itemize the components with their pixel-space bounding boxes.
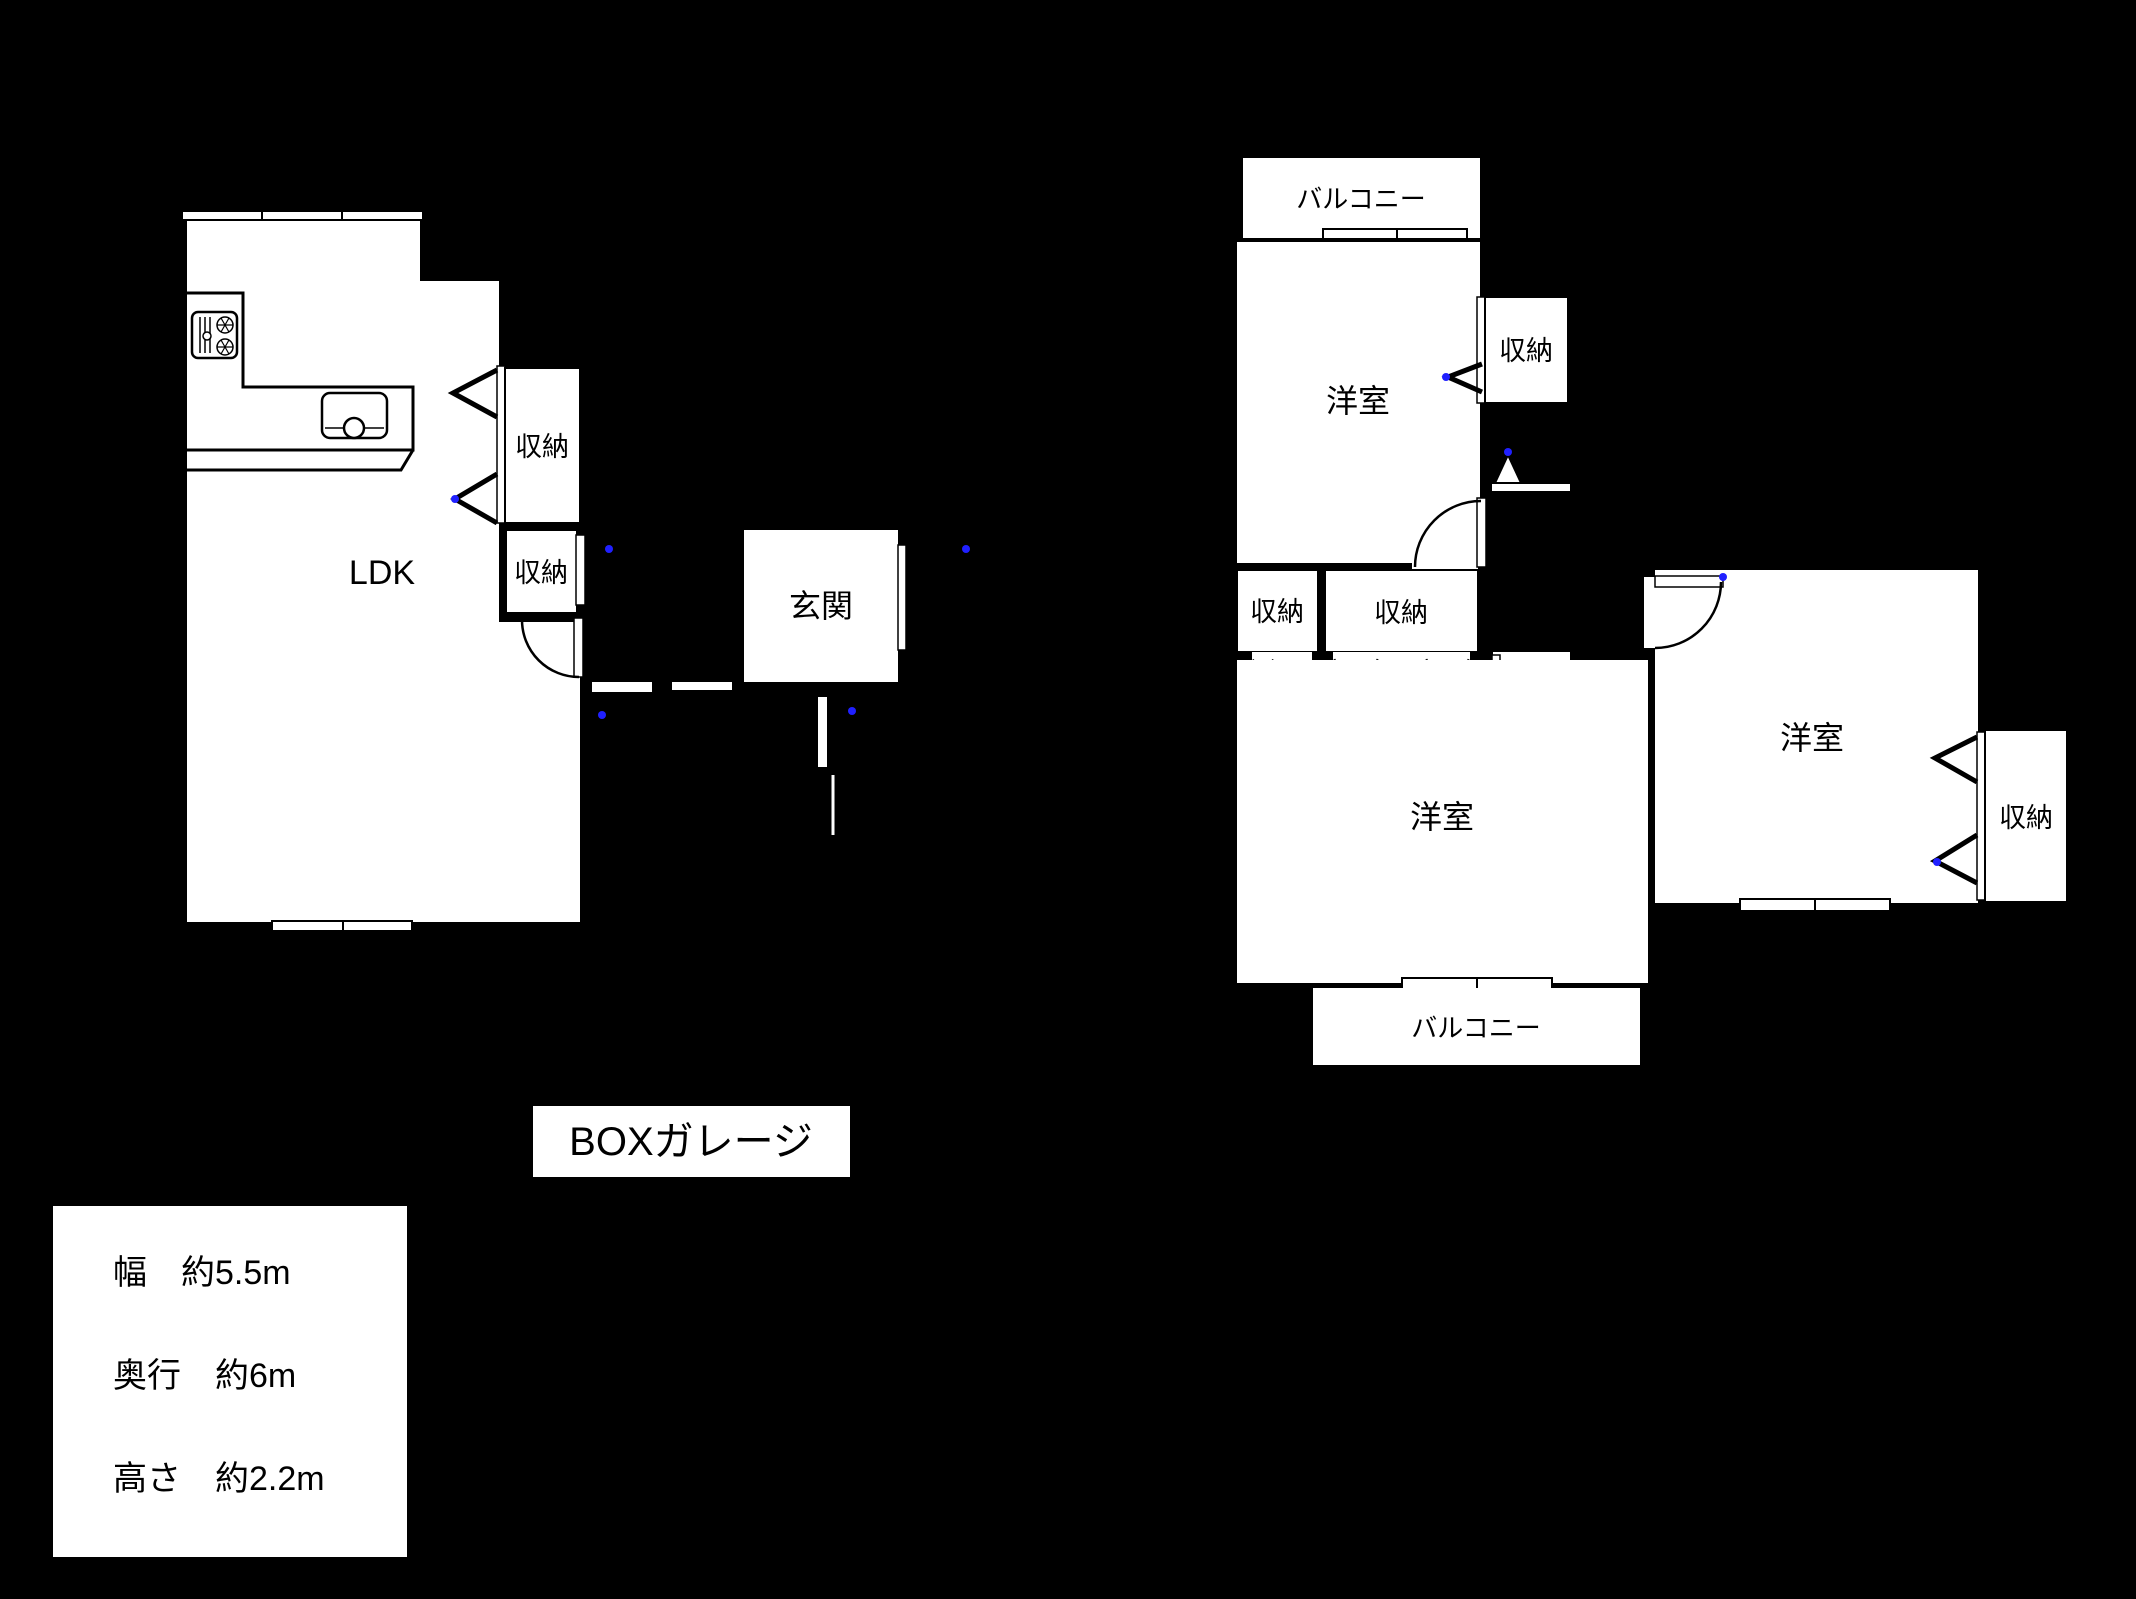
garage-specs-box (53, 1206, 407, 1557)
door-opening (1333, 652, 1470, 660)
closet-top-right-2f (1441, 296, 1569, 404)
closet-label: 収納 (1999, 803, 2053, 833)
hinge-dot (1719, 573, 1727, 581)
door-leaf (573, 617, 584, 678)
closet-label: 収納 (514, 558, 568, 588)
door-opening (1252, 652, 1312, 660)
window-icon (271, 920, 413, 932)
hinge-dot (605, 545, 613, 553)
bedroom-label: 洋室 (1410, 799, 1474, 835)
door-leaf (496, 365, 506, 524)
door-leaf (1976, 731, 1986, 901)
bedroom-top (1237, 242, 1480, 563)
door-leaf (1476, 497, 1487, 568)
folding-door-icon (447, 367, 499, 420)
garage-spec-height: 高さ 約2.2m (113, 1460, 325, 1498)
ldk-label: LDK (349, 554, 415, 592)
closet-center-2f (1324, 569, 1479, 703)
balcony-label: バルコニー (1411, 1013, 1540, 1043)
balcony-label: バルコニー (1296, 184, 1425, 214)
closet-box (1984, 729, 2068, 903)
door-swing-icon (1412, 497, 1487, 571)
closet-box (1236, 569, 1319, 653)
closet-box (504, 367, 581, 524)
door-opening (1644, 577, 1655, 648)
ldk-room (187, 220, 580, 922)
door-leaf (1476, 296, 1486, 404)
door-leaf (897, 544, 907, 651)
closet-box (507, 531, 576, 612)
hinge-dot (1504, 448, 1512, 456)
closet-upper-1f (447, 365, 581, 526)
window-icon (1739, 898, 1891, 912)
door-opening-icon (818, 697, 856, 835)
stove-icon (190, 310, 239, 360)
door-swing-icon (1644, 573, 1727, 650)
bedroom-right (1655, 570, 1978, 903)
door-swing-triangle-icon (827, 700, 849, 722)
closet-label: 収納 (1250, 597, 1304, 627)
hinge-dot (962, 545, 970, 553)
hinge-dot (848, 707, 856, 715)
balcony-top (1243, 158, 1480, 238)
bedroom-main (1237, 660, 1648, 983)
closet-lower-1f (499, 523, 613, 622)
garage-spec-depth: 奥行 約6m (113, 1357, 296, 1395)
door-leaf (818, 697, 827, 767)
hinge-dot (451, 495, 459, 503)
stairs-step-icon (1492, 448, 1570, 491)
door-swing-triangle-icon (592, 692, 613, 712)
folding-door-icon (1929, 734, 1979, 785)
closet-right-2f (1929, 729, 2068, 903)
garage-spec-width: 幅 約5.5m (113, 1254, 291, 1292)
kitchen-counter (187, 291, 415, 472)
closet-label: 収納 (1499, 336, 1553, 366)
garage-title: BOXガレージ (569, 1120, 813, 1164)
closet-label: 収納 (1374, 598, 1428, 628)
closet-label: 収納 (515, 432, 569, 462)
closet-box (1484, 296, 1569, 404)
closet-box (1324, 569, 1479, 653)
bedroom-label: 洋室 (1780, 720, 1844, 756)
hinge-dot (1442, 373, 1450, 381)
door-opening-icon (592, 682, 652, 719)
door-swing-triangle-icon (585, 538, 606, 560)
entrance-room (744, 530, 898, 682)
door-swing-icon (672, 682, 733, 750)
window-icon (181, 210, 424, 221)
door-leaf (575, 534, 586, 606)
door-leaf (1654, 575, 1724, 588)
hinge-dot (598, 711, 606, 719)
window-icon (1322, 228, 1468, 240)
balcony-bottom (1313, 988, 1640, 1065)
door-swing-icon (520, 617, 584, 679)
bedroom-label: 洋室 (1326, 383, 1390, 419)
sink-icon (320, 391, 389, 440)
ldk-floor-east (499, 622, 580, 922)
garage-label-box (533, 1106, 850, 1177)
hinge-dot (1933, 858, 1941, 866)
double-door-icon (897, 541, 970, 659)
entrance-label: 玄関 (789, 588, 853, 624)
